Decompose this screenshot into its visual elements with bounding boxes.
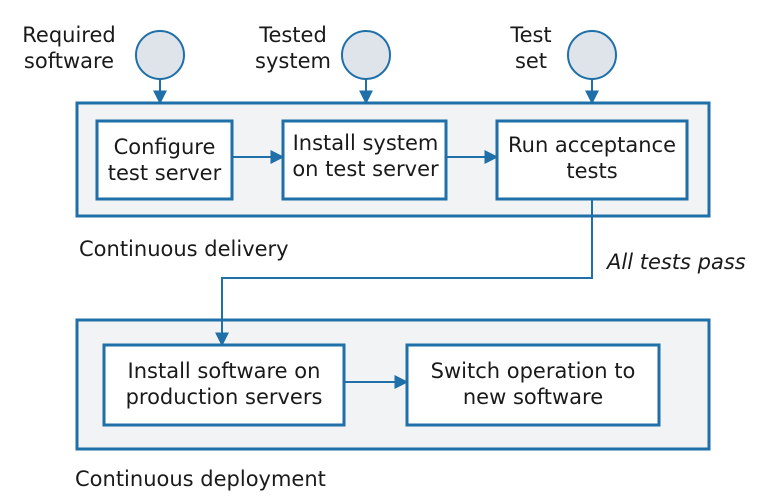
continuous-delivery-caption: Continuous delivery: [79, 237, 289, 261]
install-software-box: [102, 343, 346, 427]
required-software-label: Required software: [22, 23, 116, 73]
install-system-box: [281, 119, 448, 201]
install-system-label: Install system on test server: [292, 131, 439, 181]
tested-system-label: Tested system: [255, 23, 331, 73]
tested-system-input-node: [341, 30, 391, 80]
all-tests-pass-label: All tests pass: [607, 250, 746, 274]
required-software-input-node: [135, 30, 185, 80]
switch-operation-box: [405, 343, 661, 427]
run-acceptance-tests-label: Run acceptance tests: [507, 133, 677, 183]
configure-test-server-label: Configure test server: [107, 135, 222, 185]
tests-pass-connector-arrow: [215, 199, 593, 347]
test-set-input-node: [567, 30, 617, 80]
install-software-label: Install software on production servers: [125, 359, 323, 409]
test-set-label: Test set: [510, 23, 552, 73]
switch-operation-label: Switch operation to new software: [430, 359, 636, 409]
continuous-deployment-caption: Continuous deployment: [75, 467, 326, 491]
configure-test-server-box: [95, 119, 234, 201]
